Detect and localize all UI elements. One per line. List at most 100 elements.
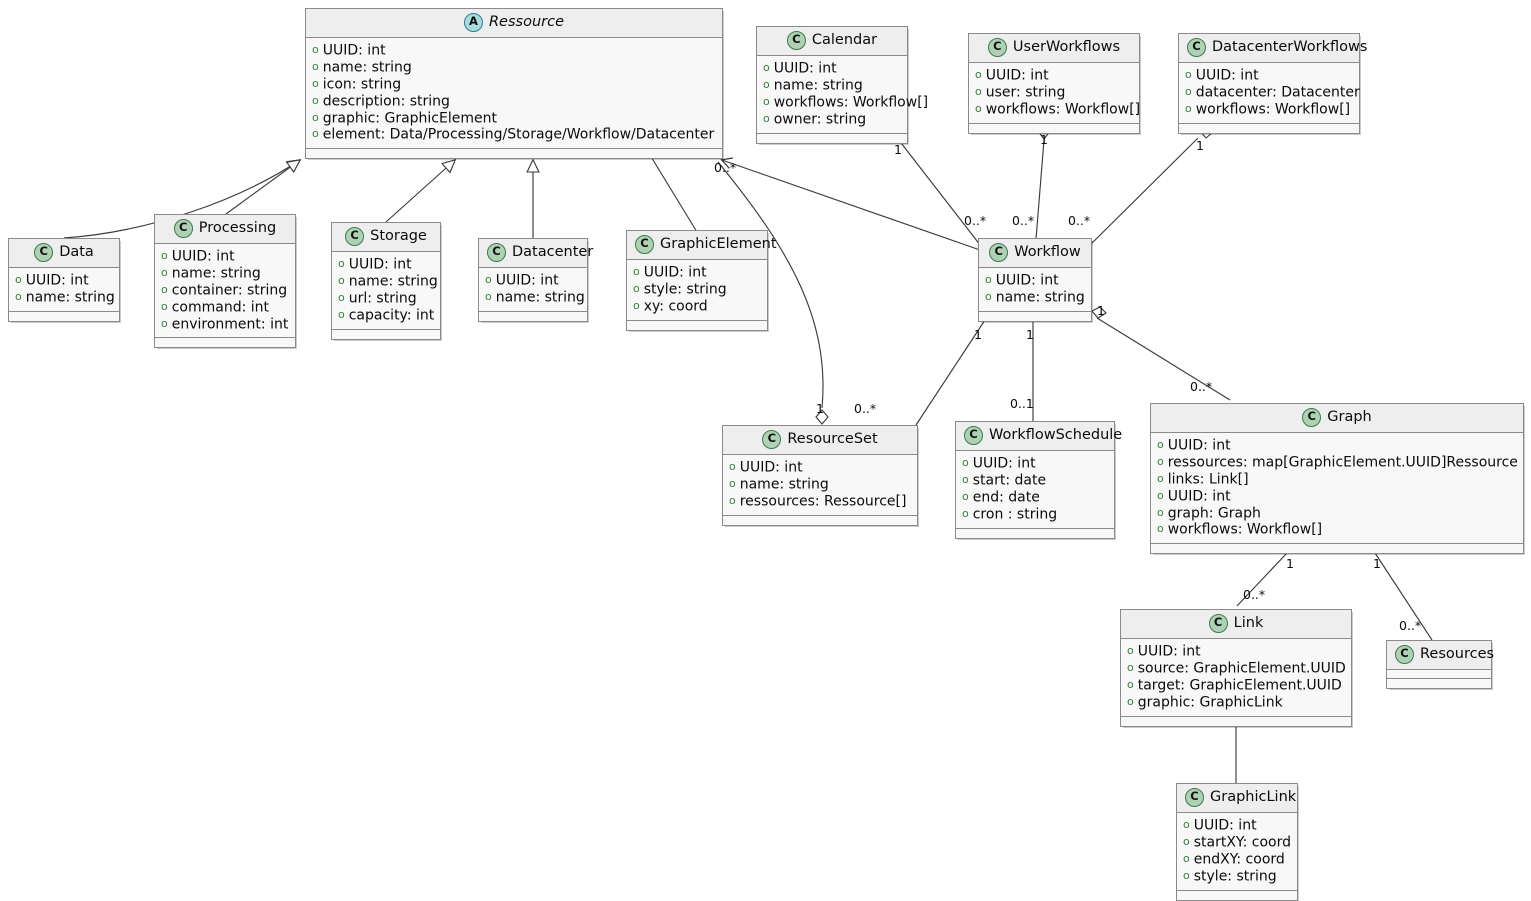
visibility-icon: o: [485, 273, 492, 286]
attribute-text: UUID: int: [773, 60, 837, 77]
visibility-icon: o: [1157, 505, 1164, 519]
attribute-text: endXY: coord: [1193, 851, 1285, 868]
attribute-text: workflows: Workflow[]: [1167, 521, 1323, 538]
class-title: DatacenterWorkflows: [1212, 39, 1368, 55]
class-badge-icon: C: [762, 430, 782, 449]
class-methods-link: [1121, 717, 1351, 726]
visibility-icon: o: [1157, 454, 1164, 468]
visibility-icon: o: [1157, 471, 1164, 485]
attribute-text: graphic: GraphicLink: [1137, 693, 1283, 710]
visibility-icon: o: [962, 506, 969, 520]
class-title: Calendar: [811, 32, 878, 48]
class-methods-ressource: [306, 149, 722, 158]
multiplicity-label: 0..*: [854, 401, 877, 416]
class-methods-resourceset: [723, 516, 917, 525]
class-badge-icon: C: [345, 227, 365, 246]
visibility-icon: o: [1183, 868, 1190, 882]
class-title: GraphicLink: [1210, 789, 1297, 805]
attribute-text: source: GraphicElement.UUID: [1137, 660, 1346, 677]
class-title: Storage: [370, 228, 427, 244]
attribute-text: workflows: Workflow[]: [1195, 101, 1351, 118]
visibility-icon: o: [962, 489, 969, 503]
visibility-icon: o: [985, 273, 992, 286]
class-badge-icon: C: [1185, 788, 1204, 807]
attribute-text: name: string: [171, 265, 261, 282]
multiplicity-label: 1: [974, 327, 982, 342]
visibility-icon: o: [338, 290, 345, 304]
class-badge-icon: C: [964, 426, 983, 445]
visibility-icon: o: [1185, 68, 1192, 81]
class-methods-data: [9, 312, 119, 321]
attribute-text: command: int: [171, 298, 270, 315]
attribute-text: graph: Graph: [1167, 504, 1261, 521]
attribute-text: name: string: [322, 59, 412, 76]
visibility-icon: o: [975, 101, 982, 115]
class-badge-icon: C: [1187, 38, 1206, 57]
multiplicity-label: 0..*: [1190, 379, 1213, 394]
visibility-icon: o: [1185, 84, 1192, 98]
attribute-text: end: date: [972, 489, 1040, 506]
visibility-icon: o: [161, 299, 168, 313]
class-title: ResourceSet: [787, 431, 878, 447]
visibility-icon: o: [1127, 694, 1134, 708]
class-badge-icon: C: [34, 243, 54, 262]
attribute-text: capacity: int: [348, 306, 435, 323]
multiplicity-label: 1: [1040, 132, 1048, 147]
visibility-icon: o: [338, 257, 345, 270]
visibility-icon: o: [985, 289, 992, 303]
class-methods-graphiclink: [1177, 891, 1297, 900]
visibility-icon: o: [962, 472, 969, 486]
visibility-icon: o: [161, 282, 168, 296]
class-methods-graph: [1151, 544, 1523, 553]
attribute-text: UUID: int: [171, 248, 235, 265]
visibility-icon: o: [1127, 644, 1134, 657]
multiplicity-label: 1: [894, 142, 902, 157]
attribute-text: graphic: GraphicElement: [322, 109, 497, 126]
class-header-resourceset: C ResourceSet: [723, 426, 917, 455]
attribute-text: description: string: [322, 92, 450, 109]
attribute-text: name: string: [348, 273, 438, 290]
visibility-icon: o: [1127, 677, 1134, 691]
attribute-text: UUID: int: [739, 459, 803, 476]
multiplicity-label: 1: [1373, 556, 1381, 571]
class-methods-workflowschedule: [956, 529, 1114, 538]
class-badge-icon: C: [1208, 614, 1228, 633]
class-header-datacenterworkflows: C DatacenterWorkflows: [1179, 34, 1367, 63]
visibility-icon: o: [161, 265, 168, 279]
attribute-text: start: date: [972, 472, 1047, 489]
class-methods-userworkflows: [969, 124, 1139, 133]
multiplicity-label: 0..*: [1068, 213, 1091, 228]
visibility-icon: o: [15, 273, 22, 286]
attribute-text: container: string: [171, 282, 288, 299]
visibility-icon: o: [338, 307, 345, 321]
visibility-icon: o: [312, 110, 319, 124]
class-header-storage: C Storage: [332, 223, 440, 252]
attribute-text: style: string: [1193, 867, 1277, 884]
